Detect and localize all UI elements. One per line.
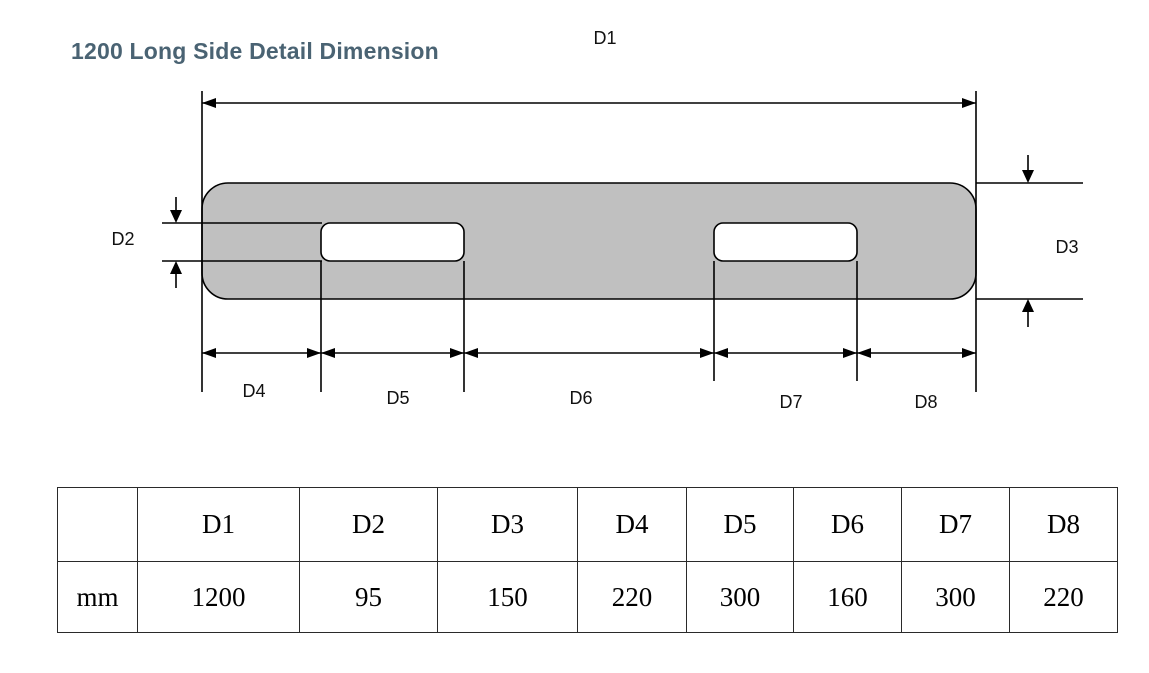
dim-label-d7: D7 (779, 392, 803, 412)
dimension-table: D1 D2 D3 D4 D5 D6 D7 D8 mm 1200 95 150 2… (57, 487, 1118, 633)
table-header-d4: D4 (577, 487, 687, 562)
table-value-d3: 150 (437, 561, 578, 633)
d3-arrow-up (1022, 299, 1034, 312)
chain-arrow-d8-left (857, 348, 871, 358)
table-header-d7: D7 (901, 487, 1010, 562)
chain-arrow-d7-right (843, 348, 857, 358)
chain-arrow-d6-right (700, 348, 714, 358)
d2-arrow-down (170, 210, 182, 223)
page-title: 1200 Long Side Detail Dimension (71, 38, 439, 64)
d2-arrow-up (170, 261, 182, 274)
table-header-d6: D6 (793, 487, 902, 562)
chain-arrow-d5-right (450, 348, 464, 358)
table-header-d1: D1 (137, 487, 300, 562)
table-value-d6: 160 (793, 561, 902, 633)
table-value-d2: 95 (299, 561, 438, 633)
table-value-d5: 300 (686, 561, 794, 633)
table-corner-cell (57, 487, 138, 562)
dim-label-d6: D6 (569, 388, 593, 408)
chain-arrow-d4-left (202, 348, 216, 358)
chain-arrow-d6-left (464, 348, 478, 358)
d3-arrow-down (1022, 170, 1034, 183)
table-header-d3: D3 (437, 487, 578, 562)
table-header-d8: D8 (1009, 487, 1118, 562)
dim-label-d5: D5 (386, 388, 410, 408)
table-header-row: D1 D2 D3 D4 D5 D6 D7 D8 (57, 487, 1118, 562)
d1-arrow-right (962, 98, 976, 108)
slot-right (713, 222, 858, 262)
table-value-d8: 220 (1009, 561, 1118, 633)
table-value-d1: 1200 (137, 561, 300, 633)
table-values-row: mm 1200 95 150 220 300 160 300 220 (57, 561, 1118, 633)
pallet-body-shape (201, 182, 977, 300)
pallet-side-diagram (162, 91, 1083, 392)
dim-label-d8: D8 (914, 392, 938, 412)
table-header-d5: D5 (686, 487, 794, 562)
slot-left (320, 222, 465, 262)
d1-arrow-left (202, 98, 216, 108)
chain-arrow-d4-right (307, 348, 321, 358)
dim-label-d4: D4 (242, 381, 266, 401)
chain-arrow-d8-right (962, 348, 976, 358)
chain-arrow-d5-left (321, 348, 335, 358)
table-value-d4: 220 (577, 561, 687, 633)
table-unit-cell: mm (57, 561, 138, 633)
dim-label-d3: D3 (1055, 237, 1079, 257)
chain-arrow-d7-left (714, 348, 728, 358)
table-value-d7: 300 (901, 561, 1010, 633)
dim-label-d2: D2 (111, 229, 135, 249)
dim-label-d1: D1 (593, 28, 617, 48)
table-header-d2: D2 (299, 487, 438, 562)
